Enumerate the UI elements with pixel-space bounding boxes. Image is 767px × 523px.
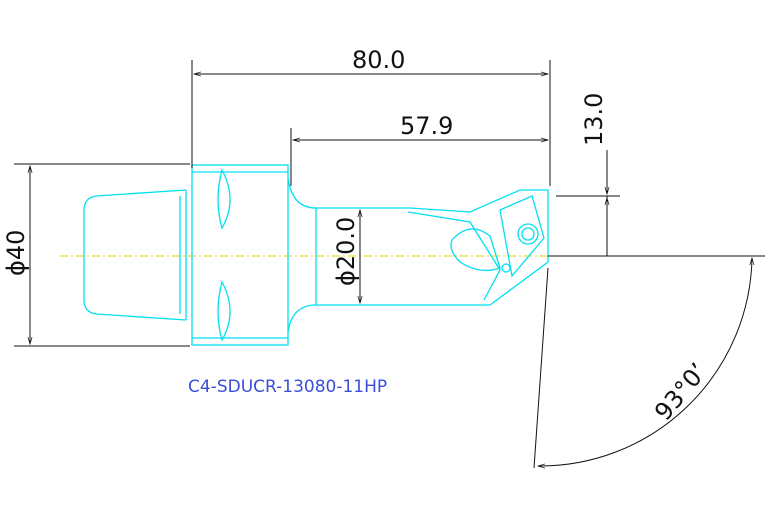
dim-head-length: 57.9 bbox=[400, 112, 453, 140]
drive-slot-top bbox=[217, 168, 231, 230]
insert-screw bbox=[517, 223, 539, 245]
tool-body bbox=[83, 164, 549, 346]
dim-overall-length: 80.0 bbox=[352, 46, 405, 74]
dim-offset: 13.0 bbox=[580, 93, 608, 146]
coupling-taper bbox=[83, 189, 187, 321]
dim-approach-angle: 93°0’ bbox=[649, 358, 713, 426]
flange bbox=[191, 164, 289, 346]
part-number: C4-SDUCR-13080-11HP bbox=[188, 377, 387, 397]
bar-neck bbox=[287, 177, 549, 333]
dim-shank-diameter: ϕ40 bbox=[2, 230, 30, 276]
dimension-lines bbox=[14, 60, 765, 469]
drive-slot-bottom bbox=[217, 280, 231, 342]
dim-arc-93 bbox=[536, 256, 755, 469]
dim-bar-diameter: ϕ20.0 bbox=[332, 217, 360, 286]
